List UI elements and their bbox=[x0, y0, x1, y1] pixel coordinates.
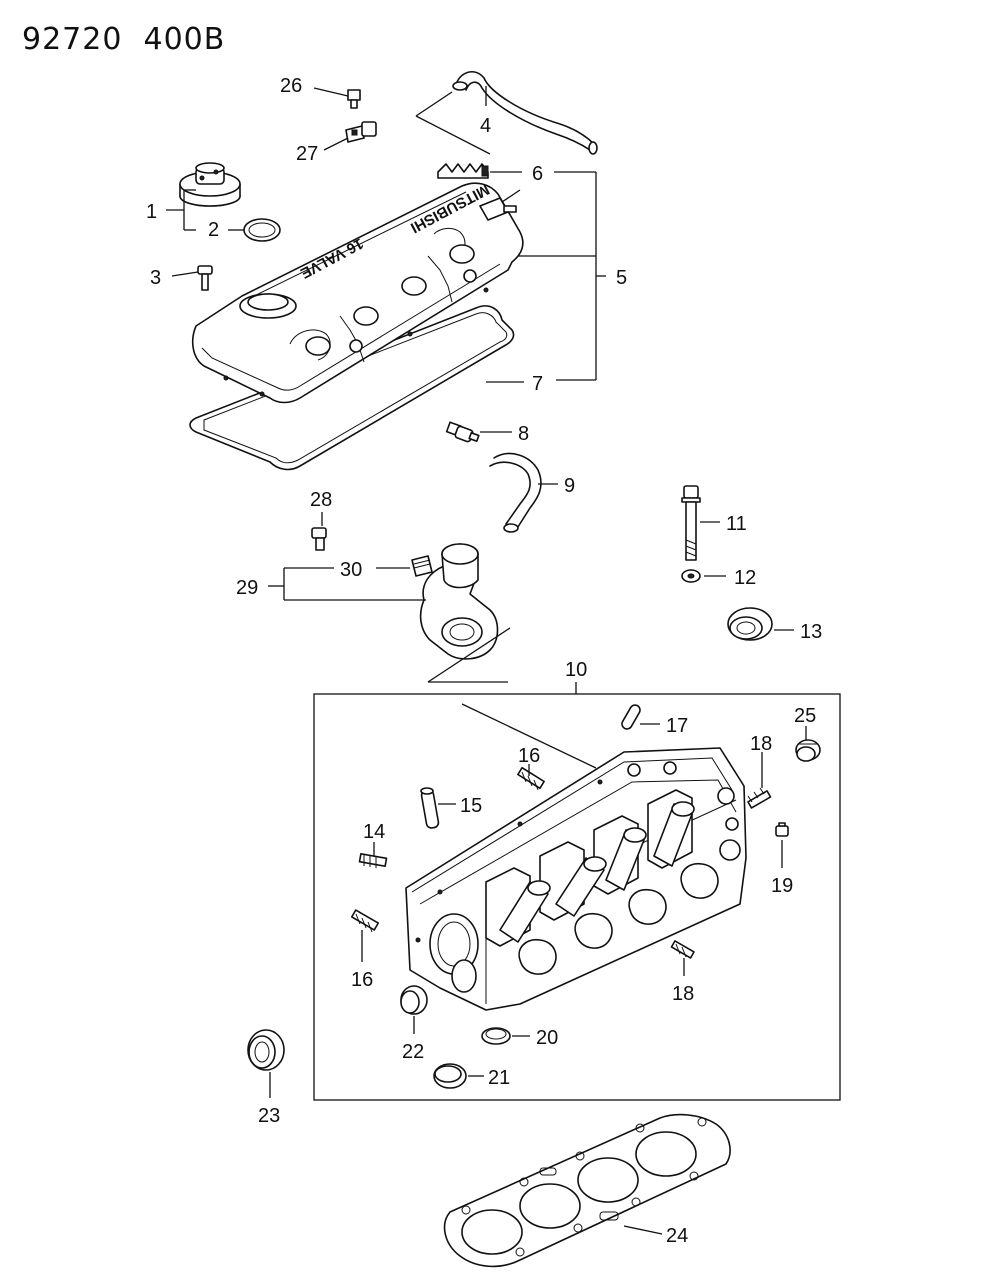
part-25-cap[interactable] bbox=[795, 739, 821, 762]
callout-8: 8 bbox=[518, 423, 529, 445]
part-15-tube[interactable] bbox=[420, 787, 440, 829]
callout-25: 25 bbox=[794, 705, 816, 727]
callout-15: 15 bbox=[460, 795, 482, 817]
part-3-bolt[interactable] bbox=[197, 265, 213, 291]
part-16-stud-upper[interactable] bbox=[517, 766, 545, 791]
callout-12: 12 bbox=[734, 567, 756, 589]
callout-3: 3 bbox=[150, 267, 161, 289]
callout-5: 5 bbox=[616, 267, 627, 289]
part-18-stud-lower[interactable] bbox=[670, 940, 695, 959]
callout-16-upper: 16 bbox=[518, 745, 540, 767]
callout-1: 1 bbox=[146, 201, 157, 223]
callout-17: 17 bbox=[666, 715, 688, 737]
part-26-bolt[interactable] bbox=[347, 89, 361, 109]
callout-23: 23 bbox=[258, 1105, 280, 1127]
callout-27: 27 bbox=[296, 143, 318, 165]
part-1-filler-cap[interactable] bbox=[179, 162, 241, 207]
callout-19: 19 bbox=[771, 875, 793, 897]
callout-22: 22 bbox=[402, 1041, 424, 1063]
callout-21: 21 bbox=[488, 1067, 510, 1089]
part-28-bolt[interactable] bbox=[311, 527, 327, 551]
part-23-oil-seal[interactable] bbox=[247, 1029, 285, 1071]
diagram-title: 92720 400B bbox=[22, 22, 226, 57]
part-13-plug[interactable] bbox=[727, 607, 773, 641]
part-27-bracket[interactable] bbox=[345, 121, 377, 143]
part-30-thermostat[interactable] bbox=[411, 555, 433, 577]
part-7-gasket[interactable] bbox=[189, 305, 515, 471]
part-19-plug[interactable] bbox=[775, 822, 789, 837]
part-17-dowel[interactable] bbox=[620, 703, 642, 731]
part-6-baffle[interactable] bbox=[437, 163, 489, 179]
part-22-seal[interactable] bbox=[400, 985, 428, 1015]
part-12-washer[interactable] bbox=[681, 569, 701, 583]
callout-29: 29 bbox=[236, 577, 258, 599]
callout-6: 6 bbox=[532, 163, 543, 185]
callout-24: 24 bbox=[666, 1225, 688, 1247]
part-14-stud[interactable] bbox=[358, 853, 388, 868]
part-9-pcv-hose[interactable] bbox=[489, 452, 542, 533]
part-16-stud-lower[interactable] bbox=[350, 909, 380, 933]
part-20-plug[interactable] bbox=[481, 1027, 511, 1045]
part-24-head-gasket[interactable] bbox=[443, 1113, 731, 1268]
callout-30: 30 bbox=[340, 559, 362, 581]
part-10-frame bbox=[313, 681, 841, 1101]
callout-4: 4 bbox=[480, 115, 491, 137]
callout-28: 28 bbox=[310, 489, 332, 511]
part-11-head-bolt[interactable] bbox=[681, 485, 701, 561]
callout-20: 20 bbox=[536, 1027, 558, 1049]
part-29-water-outlet[interactable] bbox=[419, 543, 499, 660]
callout-13: 13 bbox=[800, 621, 822, 643]
part-5-rocker-cover[interactable]: MITSUBISHI 16 VALVE bbox=[191, 180, 524, 404]
part-2-o-ring[interactable] bbox=[243, 218, 281, 242]
callout-18-upper: 18 bbox=[750, 733, 772, 755]
part-18-stud-upper[interactable] bbox=[747, 787, 772, 809]
part-8-pcv-valve[interactable] bbox=[445, 421, 480, 443]
callout-9: 9 bbox=[564, 475, 575, 497]
callout-2: 2 bbox=[208, 219, 219, 241]
valve-tubes bbox=[499, 801, 695, 943]
callout-16-lower: 16 bbox=[351, 969, 373, 991]
callout-18-lower: 18 bbox=[672, 983, 694, 1005]
cylinder-head[interactable] bbox=[405, 747, 747, 1011]
callout-26: 26 bbox=[280, 75, 302, 97]
callout-10: 10 bbox=[565, 659, 587, 681]
callout-7: 7 bbox=[532, 373, 543, 395]
part-21-plug[interactable] bbox=[433, 1063, 467, 1089]
callout-11: 11 bbox=[726, 513, 747, 535]
part-4-breather-hose[interactable] bbox=[452, 71, 598, 155]
callout-14: 14 bbox=[363, 821, 385, 843]
